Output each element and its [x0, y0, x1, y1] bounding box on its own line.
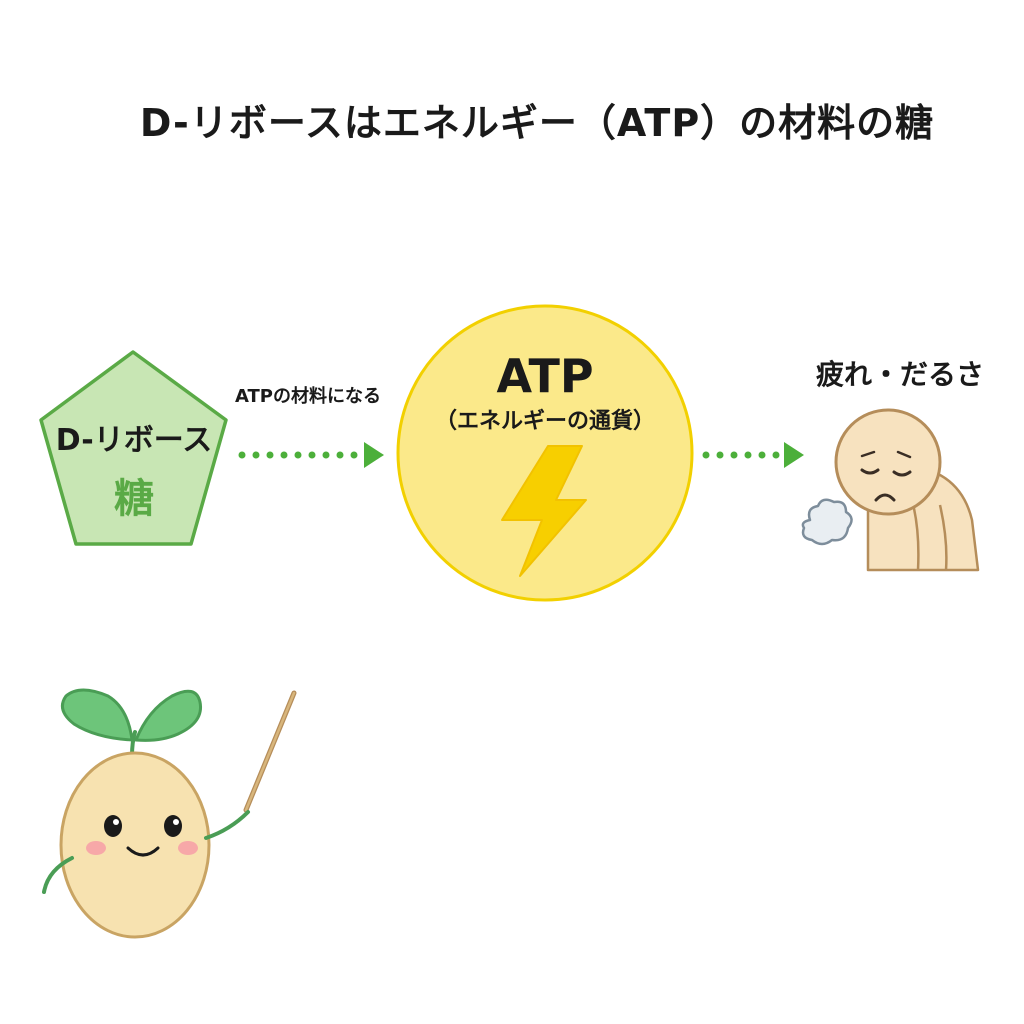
edge-1-label: ATPの材料になる — [235, 385, 381, 407]
lightning-bolt-icon — [501, 445, 587, 577]
sigh-puff-icon — [801, 498, 853, 546]
source-node: D-リボース 糖 — [39, 350, 228, 546]
edge-ribose-to-atp: ATPの材料になる — [235, 385, 384, 468]
center-node-sublabel: （エネルギーの通貨） — [435, 408, 655, 434]
center-node: ATP （エネルギーの通貨） — [396, 304, 694, 602]
edge-1-arrowhead — [364, 442, 384, 468]
page-title: D-リボースはエネルギー（ATP）の材料の糖 — [139, 101, 935, 145]
edge-2-arrowhead — [784, 442, 804, 468]
source-node-sublabel: 糖 — [114, 476, 154, 522]
center-node-label: ATP — [496, 349, 593, 403]
pentagon-shape — [39, 350, 228, 546]
edge-atp-to-fatigue — [702, 442, 804, 468]
target-node-label: 疲れ・だるさ — [816, 358, 984, 391]
sprout-bean-mascot-with-pointer-icon — [42, 688, 297, 939]
source-node-label: D-リボース — [56, 423, 212, 458]
edge-1-dots — [238, 451, 358, 459]
edge-2-dots — [702, 451, 780, 459]
tired-person-icon — [801, 408, 980, 572]
target-node: 疲れ・だるさ — [801, 358, 984, 572]
